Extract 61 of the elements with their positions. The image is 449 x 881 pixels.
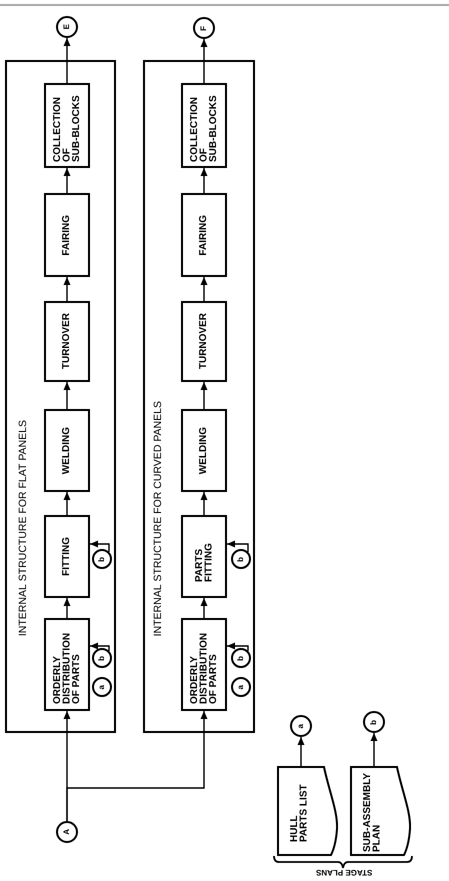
- circle-letter: F: [200, 26, 208, 30]
- process-box: [44, 409, 90, 492]
- group-panel: [143, 60, 255, 733]
- process-box: [44, 301, 90, 382]
- process-box: [181, 515, 227, 598]
- arrow: [298, 737, 304, 766]
- document-shape: [350, 766, 411, 856]
- circle-letter: b: [237, 556, 245, 562]
- arrow: [200, 492, 208, 515]
- arrow: [64, 38, 70, 83]
- box-label: COLLECTION OF SUB-BLOCKS: [52, 94, 82, 162]
- arrow: [200, 168, 208, 193]
- arrow: [227, 642, 249, 651]
- document-shape: [277, 766, 338, 856]
- box-label: WELDING: [199, 426, 209, 474]
- circle-letter: b: [237, 656, 245, 660]
- process-box: [44, 618, 90, 711]
- arrow: [200, 598, 208, 618]
- group-label: STAGE PLANS: [316, 867, 372, 877]
- box-label: PARTS FITTING: [194, 542, 214, 582]
- process-box: [44, 193, 90, 277]
- arrow: [200, 277, 208, 301]
- box-label: TURNOVER: [199, 313, 209, 370]
- arrow: [64, 598, 70, 618]
- process-box: [181, 83, 227, 168]
- box-label: COLLECTION OF SUB-BLOCKS: [190, 94, 218, 162]
- arrow: [227, 540, 249, 552]
- circle-letter: a: [98, 684, 106, 690]
- process-box: [181, 409, 227, 492]
- circle-letter: E: [63, 24, 71, 30]
- process-box: [44, 515, 90, 598]
- circle-letter: b: [370, 720, 378, 724]
- arrow: [64, 382, 70, 409]
- arrow: [370, 733, 378, 766]
- circle-letter: b: [98, 556, 106, 562]
- arrow: [66, 711, 208, 821]
- circle-letter: a: [237, 684, 245, 690]
- arrow: [90, 540, 110, 552]
- arrow: [64, 277, 70, 301]
- arrow: [200, 382, 208, 409]
- process-box: [181, 301, 227, 382]
- arrow: [64, 492, 70, 515]
- box-label: WELDING: [62, 426, 72, 474]
- process-box: [181, 618, 227, 711]
- group-panel: [5, 60, 116, 733]
- box-label: FAIRING: [62, 214, 72, 256]
- document-label: SUB-ASSEMBLY PLAN: [363, 772, 382, 852]
- arrow: [200, 39, 208, 83]
- box-label: FITTING: [62, 537, 72, 576]
- process-box: [181, 193, 227, 277]
- box-label: TURNOVER: [62, 313, 72, 370]
- process-box: [44, 83, 90, 168]
- circle-letter: a: [297, 724, 305, 728]
- panel-title: INTERNAL STRUCTURE FOR CURVED PANELS: [152, 400, 164, 636]
- arrow: [90, 642, 110, 651]
- panel-title: INTERNAL STRUCTURE FOR FLAT PANELS: [17, 420, 29, 636]
- box-label: FAIRING: [199, 214, 209, 256]
- document-label: HULL PARTS LIST: [290, 782, 309, 842]
- circle-letter: b: [98, 656, 106, 660]
- circle-letter: A: [63, 829, 71, 835]
- arrow: [64, 168, 70, 193]
